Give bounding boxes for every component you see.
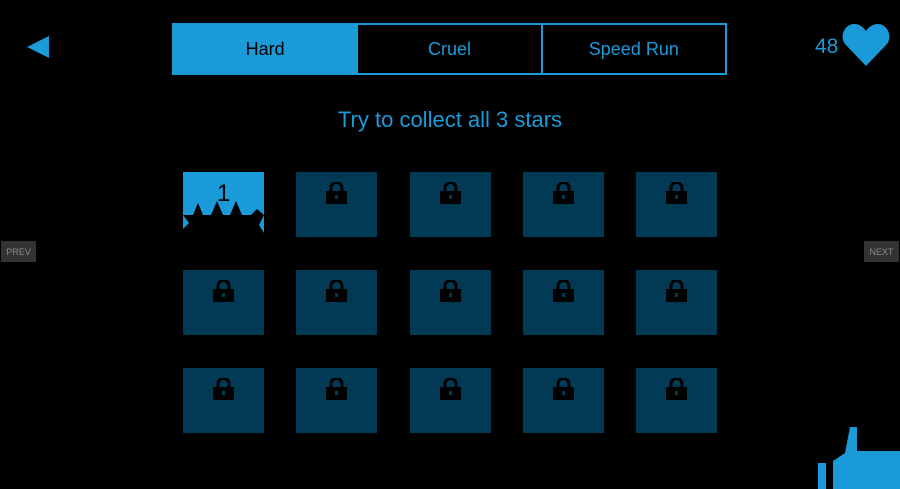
prev-button[interactable]: PREV <box>1 241 36 262</box>
lock-icon <box>553 182 574 204</box>
lock-icon <box>213 280 234 302</box>
instructions-text: Try to collect all 3 stars <box>337 107 563 132</box>
tab-speed-run[interactable]: Speed Run <box>588 38 679 59</box>
level-tile-locked[interactable] <box>636 270 717 335</box>
lock-icon <box>213 378 234 400</box>
lives-count: 48 <box>815 35 839 58</box>
level-tile-locked[interactable] <box>183 270 264 335</box>
level-tile-locked[interactable] <box>410 172 491 237</box>
level-tile-locked[interactable] <box>523 368 604 433</box>
lock-icon <box>666 378 687 400</box>
level-tile-locked[interactable] <box>636 172 717 237</box>
level-tile[interactable]: 1 <box>183 172 264 237</box>
stars-icon <box>183 201 264 237</box>
lock-icon <box>440 182 461 204</box>
thumbs-up-icon[interactable] <box>815 425 900 489</box>
level-tile-locked[interactable] <box>636 368 717 433</box>
lock-icon <box>440 280 461 302</box>
level-tile-locked[interactable] <box>296 172 377 237</box>
lock-icon <box>666 182 687 204</box>
lock-icon <box>553 280 574 302</box>
level-number: 1 <box>216 180 231 207</box>
next-button[interactable]: NEXT <box>864 241 899 262</box>
lock-icon <box>326 378 347 400</box>
tab-cruel[interactable]: Cruel <box>358 25 543 73</box>
tab-hard[interactable]: Hard <box>174 25 359 73</box>
level-tile-locked[interactable] <box>296 270 377 335</box>
lock-icon <box>326 280 347 302</box>
heart-icon <box>842 24 890 66</box>
lock-icon <box>666 280 687 302</box>
level-tile-locked[interactable] <box>523 270 604 335</box>
level-tile-locked[interactable] <box>523 172 604 237</box>
lock-icon <box>326 182 347 204</box>
lock-icon <box>440 378 461 400</box>
difficulty-tabs: Hard Cruel Speed Run <box>172 23 727 75</box>
level-tile-locked[interactable] <box>410 368 491 433</box>
lock-icon <box>553 378 574 400</box>
level-tile-locked[interactable] <box>183 368 264 433</box>
back-arrow-icon[interactable] <box>27 36 49 58</box>
level-tile-locked[interactable] <box>296 368 377 433</box>
level-tile-locked[interactable] <box>410 270 491 335</box>
